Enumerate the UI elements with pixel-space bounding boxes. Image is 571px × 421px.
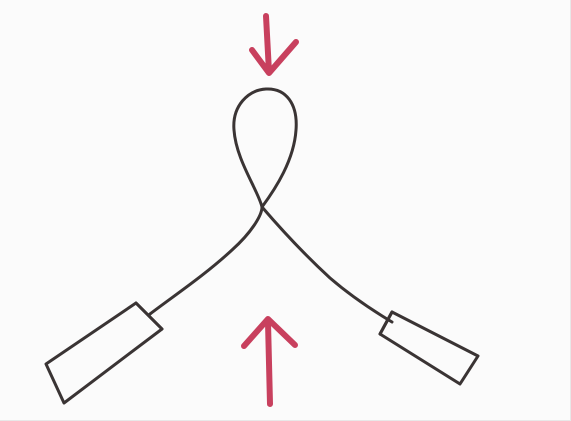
- page-frame: [0, 0, 571, 421]
- drawing-canvas: [0, 0, 571, 421]
